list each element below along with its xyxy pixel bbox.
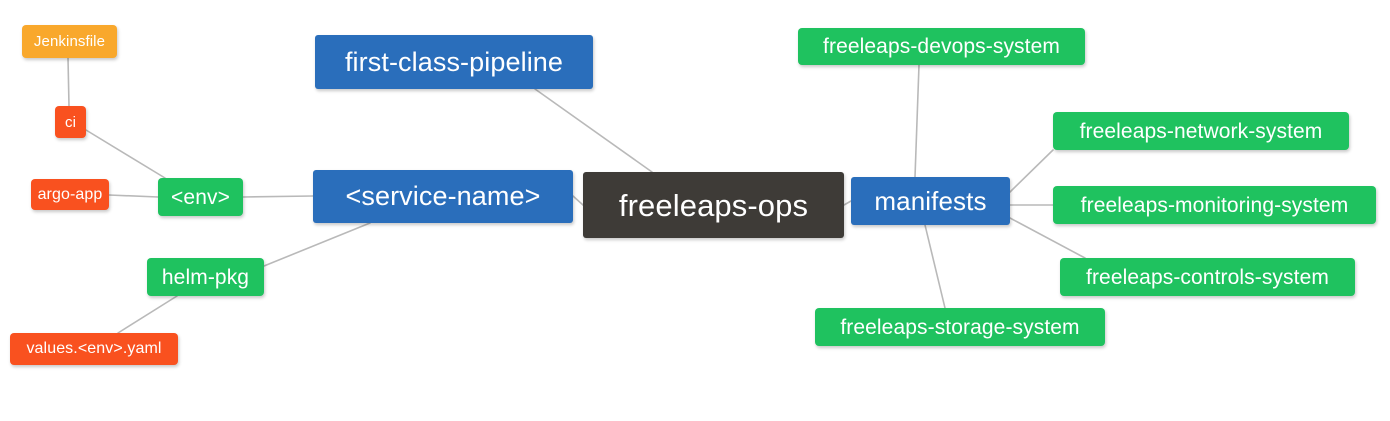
mindmap-node-label: <env>: [171, 185, 230, 209]
edge-service-name-to-helm-pkg: [263, 222, 371, 267]
edge-freeleaps-ops-to-first-class-pipeline: [534, 88, 653, 173]
mindmap-node-label: <service-name>: [345, 181, 541, 211]
edge-freeleaps-ops-to-manifests: [843, 200, 852, 206]
mindmap-node-label: helm-pkg: [161, 265, 250, 289]
mindmap-node-label: values.<env>.yaml: [26, 340, 162, 357]
mindmap-node-freeleaps-controls-system[interactable]: freeleaps-controls-system: [1060, 258, 1355, 296]
mindmap-node-jenkinsfile[interactable]: Jenkinsfile: [22, 25, 117, 58]
mindmap-node-label: argo-app: [37, 185, 103, 203]
mindmap-node-label: manifests: [874, 186, 987, 216]
mindmap-node-ci[interactable]: ci: [55, 106, 86, 138]
edge-helm-pkg-to-values-env-yaml: [117, 295, 178, 334]
edge-manifests-to-freeleaps-controls-system: [1009, 217, 1086, 259]
edge-service-name-to-env: [242, 195, 314, 198]
mindmap-node-freeleaps-devops-system[interactable]: freeleaps-devops-system: [798, 28, 1085, 65]
mindmap-node-label: freeleaps-monitoring-system: [1080, 193, 1349, 217]
mindmap-node-helm-pkg[interactable]: helm-pkg: [147, 258, 264, 296]
mindmap-node-env[interactable]: <env>: [158, 178, 243, 216]
mindmap-node-values-env-yaml[interactable]: values.<env>.yaml: [10, 333, 178, 365]
mindmap-node-label: freeleaps-ops: [618, 187, 809, 223]
edge-env-to-argo-app: [108, 194, 159, 198]
mindmap-node-label: Jenkinsfile: [33, 33, 106, 50]
edge-ci-to-jenkinsfile: [67, 57, 70, 107]
edge-manifests-to-freeleaps-storage-system: [924, 224, 946, 309]
mindmap-node-label: freeleaps-network-system: [1079, 119, 1323, 143]
mindmap-node-manifests[interactable]: manifests: [851, 177, 1010, 225]
mindmap-node-label: freeleaps-devops-system: [823, 35, 1060, 58]
mindmap-node-freeleaps-network-system[interactable]: freeleaps-network-system: [1053, 112, 1349, 150]
mindmap-node-freeleaps-storage-system[interactable]: freeleaps-storage-system: [815, 308, 1105, 346]
mindmap-node-freeleaps-ops[interactable]: freeleaps-ops: [583, 172, 844, 238]
mindmap-node-label: first-class-pipeline: [344, 46, 564, 77]
mindmap-node-argo-app[interactable]: argo-app: [31, 179, 109, 210]
edge-freeleaps-ops-to-service-name: [572, 195, 584, 206]
mindmap-node-freeleaps-monitoring-system[interactable]: freeleaps-monitoring-system: [1053, 186, 1376, 224]
mindmap-node-label: freeleaps-controls-system: [1086, 265, 1329, 289]
edge-manifests-to-freeleaps-network-system: [1009, 149, 1054, 193]
mindmap-node-first-class-pipeline[interactable]: first-class-pipeline: [315, 35, 593, 89]
edge-manifests-to-freeleaps-devops-system: [914, 64, 920, 178]
mindmap-node-service-name[interactable]: <service-name>: [313, 170, 573, 223]
edge-env-to-ci: [85, 129, 166, 179]
mindmap-node-label: ci: [64, 113, 77, 131]
mindmap-node-label: freeleaps-storage-system: [840, 315, 1080, 339]
